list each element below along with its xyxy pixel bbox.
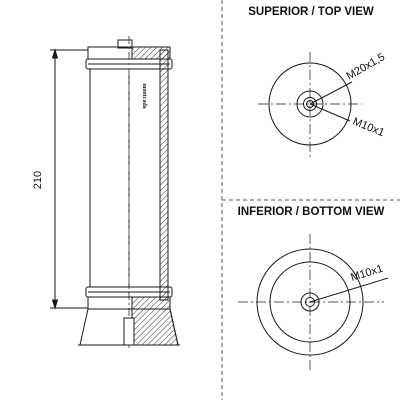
top-leader-outer [309, 81, 353, 105]
bottom-view [238, 234, 389, 372]
top-view [258, 52, 362, 158]
bottom-hub-circle [300, 292, 320, 312]
top-outer-thread-label: M20x1,5 [345, 51, 388, 82]
top-hub-circle [296, 90, 324, 118]
top-outer-circle [268, 62, 352, 146]
bottom-ring-section [131, 296, 171, 310]
arrow-bottom-icon [51, 299, 59, 310]
brand-label: montcada [141, 83, 147, 108]
tube-wall-section [159, 49, 169, 301]
bottom-inner-circle [269, 261, 351, 343]
top-inner-thread-label: M10x1 [351, 116, 386, 139]
top-nut [117, 39, 133, 49]
bottom-hole-circle [305, 297, 315, 307]
bottom-leader [309, 277, 389, 303]
height-dimension [50, 48, 88, 310]
bottom-view-title: INFERIOR / BOTTOM VIEW [238, 206, 385, 218]
top-view-title: SUPERIOR / TOP VIEW [248, 6, 374, 18]
base-foot-section [131, 308, 179, 346]
top-bore-circle [303, 97, 317, 111]
arrow-top-icon [51, 48, 59, 59]
top-leader-inner [309, 103, 351, 122]
height-dimension-label: 210 [32, 171, 44, 189]
base-bore [123, 317, 135, 346]
view-dividers [221, 0, 400, 400]
top-hole-circle [306, 100, 314, 108]
side-view [50, 36, 180, 350]
bottom-outer-circle [256, 248, 364, 356]
